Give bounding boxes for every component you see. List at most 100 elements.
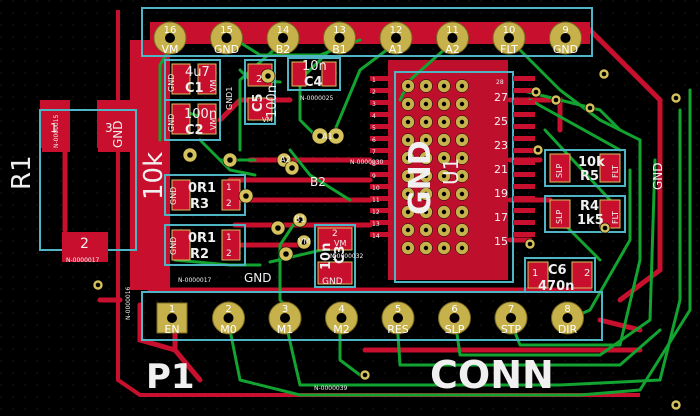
r1-pad-1 <box>42 112 70 152</box>
c5-ref: C5 <box>251 93 266 112</box>
header-pin-net: A2 <box>445 43 460 56</box>
u1-pin-label: 10 <box>372 185 380 192</box>
c3-value: 10n <box>319 243 334 270</box>
r2-ref: R2 <box>190 247 209 262</box>
label-n32: N-0000032 <box>330 253 364 260</box>
label-n39: N-0000039 <box>314 385 348 392</box>
net-labels: B2 B1 A1 A2 VM GND GND GND N-0000015 N-0… <box>53 74 665 392</box>
r1-pad-2 <box>62 232 108 262</box>
u1-pin-label: 7 <box>372 149 376 156</box>
label-b2: B2 <box>310 175 326 189</box>
r3-ref: R3 <box>190 197 209 212</box>
label-b1: B1 <box>294 215 306 225</box>
silkscreen: R1 10k P1 CONN GND U1 <box>7 140 554 397</box>
u1-pin-label: 27 <box>494 91 508 104</box>
header-pin-number: 16 <box>164 25 177 36</box>
u1-pin-label: 13 <box>372 221 380 228</box>
c2-value: 100n <box>184 107 217 122</box>
u1-value: GND <box>403 140 438 215</box>
header-pin-number: 13 <box>333 25 346 36</box>
header-pin-number: 10 <box>503 25 516 36</box>
u1-pin-label: 12 <box>372 209 380 216</box>
conn-pin-2: 2M0 <box>212 301 245 336</box>
thermal-via-hole <box>459 191 465 197</box>
thermal-via-hole <box>459 209 465 215</box>
thermal-via-grid <box>401 79 469 255</box>
r1-pad-3-num: 3 <box>105 121 113 135</box>
label-c3-gnd: GND <box>322 277 343 287</box>
r2-pad-1: 1 <box>226 233 232 243</box>
u1-left-pins <box>370 76 392 237</box>
c2-ref: C2 <box>185 123 204 138</box>
vias <box>92 68 682 411</box>
header-pin-net: VM <box>161 43 178 56</box>
label-c1-gnd: GND <box>167 74 176 92</box>
thermal-via-hole <box>405 227 411 233</box>
thermal-via-hole <box>459 155 465 161</box>
conn-pin-net: SLP <box>445 323 465 336</box>
c1-value: 4u7 <box>185 65 210 80</box>
header-pin-number: 12 <box>390 25 403 36</box>
thermal-via-hole <box>459 173 465 179</box>
c1-ref: C1 <box>185 81 204 96</box>
conn-pin-net: STP <box>501 323 522 336</box>
r4-value: 1k5 <box>577 213 604 228</box>
thermal-via-hole <box>405 155 411 161</box>
c6-value: 470n <box>538 279 574 294</box>
conn-pin-1: 1EN <box>156 302 188 336</box>
u1-right-pins <box>513 76 535 237</box>
conn-pin-number: 4 <box>338 304 344 315</box>
thermal-via-hole <box>423 245 429 251</box>
conn-pin-number: 1 <box>169 304 175 315</box>
u1-pin-label: 23 <box>494 139 508 152</box>
c3-ref: C3 <box>333 245 348 264</box>
conn-pin-net: DIR <box>558 323 578 336</box>
u1-pin-label: 4 <box>372 113 376 120</box>
thermal-via-hole <box>405 83 411 89</box>
p1-ref: P1 <box>146 357 195 397</box>
thermal-via-hole <box>441 191 447 197</box>
conn-pin-net: M1 <box>277 323 294 336</box>
thermal-via-hole <box>423 137 429 143</box>
label-r1-pad3-net: GND <box>111 120 125 148</box>
label-n17-b: N-0000017 <box>178 277 212 284</box>
conn-pin-number: 6 <box>451 304 457 315</box>
thermal-via-hole <box>459 245 465 251</box>
conn-pin-number: 3 <box>282 304 288 315</box>
r2-pad-2: 2 <box>226 249 232 259</box>
thermal-via-hole <box>441 101 447 107</box>
thermal-via-hole <box>459 83 465 89</box>
u1-pin-label: 17 <box>494 211 508 224</box>
label-r2-gnd: GND <box>169 237 178 255</box>
conn-pin-number: 5 <box>395 304 401 315</box>
thermal-via-hole <box>405 245 411 251</box>
thermal-via-hole <box>405 191 411 197</box>
c5-value: 100n <box>265 85 280 118</box>
thermal-via-hole <box>441 155 447 161</box>
label-c2-vm: VM <box>209 118 218 130</box>
u1-pin-label: 2 <box>372 89 376 96</box>
thermal-via-hole <box>423 209 429 215</box>
thermal-via-hole <box>423 173 429 179</box>
thermal-via-hole <box>423 101 429 107</box>
c3-pad-2: 2 <box>332 229 338 239</box>
header-pin-net: B1 <box>332 43 347 56</box>
thermal-via-hole <box>459 101 465 107</box>
label-n25: N-0000025 <box>300 95 334 102</box>
u1-ref: U1 <box>439 158 463 185</box>
r5-value: 10k <box>578 155 605 170</box>
u1-pin-label: 11 <box>372 197 380 204</box>
r1-pad-3 <box>98 112 134 152</box>
label-r4-slp: SLP <box>555 209 564 224</box>
c3-pad-1: 1 <box>332 253 338 263</box>
thermal-via-hole <box>423 191 429 197</box>
